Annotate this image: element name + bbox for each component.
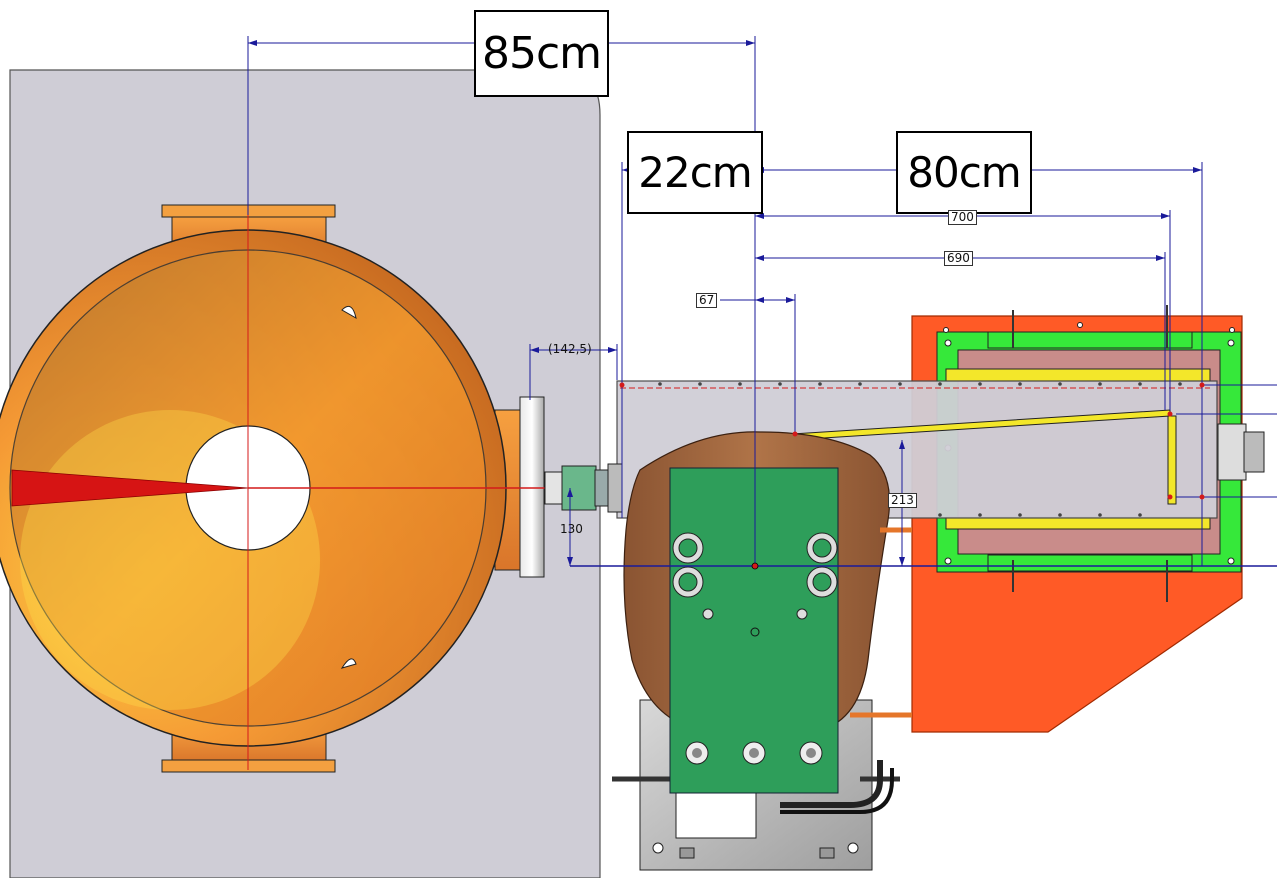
detector-vertical-bar (1167, 415, 1177, 505)
dimension-142-5: (142,5) (548, 342, 592, 356)
dimension-690: 690 (944, 251, 973, 266)
clamp-bar-bottom (987, 554, 1193, 572)
distance-callout-85: 85cm (474, 10, 609, 97)
board-fixtures (672, 532, 838, 765)
notch-top (341, 305, 357, 319)
notch-bottom (340, 658, 357, 669)
rail-bottom (945, 516, 1211, 530)
distance-callout-80: 80cm (896, 131, 1032, 214)
dimension-130: 130 (560, 522, 583, 536)
motor-body (1243, 431, 1265, 473)
dimension-700: 700 (948, 210, 977, 225)
clamp-bar-top (987, 331, 1193, 349)
dimension-67: 67 (696, 293, 718, 308)
beam-coupler (544, 463, 623, 513)
dimension-arrows (248, 40, 1202, 566)
reference-markers (619, 382, 1205, 500)
mounting-board (669, 467, 839, 794)
dimension-213: 213 (888, 493, 917, 508)
distance-callout-22: 22cm (627, 131, 763, 214)
enclosure-screws (658, 382, 1182, 517)
motor-block (1217, 423, 1247, 481)
target-center-marker (751, 562, 759, 570)
beam-cone (11, 469, 249, 507)
